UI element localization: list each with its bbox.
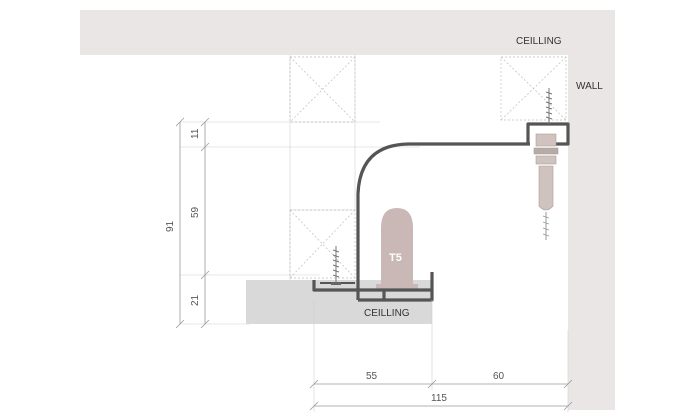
dim-top-height: 11 — [190, 128, 201, 139]
profile-base — [312, 280, 432, 292]
screw-icon — [545, 88, 553, 124]
ceiling-bottom-label: CEILLING — [364, 308, 410, 319]
ceiling-slab — [80, 10, 615, 55]
timber-block-lower-left — [289, 209, 356, 279]
wall-label: WALL — [576, 81, 603, 92]
dim-middle-height: 59 — [190, 206, 201, 218]
cove-profile — [356, 142, 530, 300]
lamp-base — [376, 284, 418, 290]
screw-icon — [331, 246, 341, 285]
horizontal-dimensions — [309, 300, 573, 412]
dim-right-width: 60 — [493, 371, 505, 382]
dim-total-height: 91 — [165, 220, 176, 232]
suspension-bolt-icon — [533, 133, 559, 240]
t5-lamp — [381, 208, 413, 284]
ceiling-top-label: CEILLING — [516, 36, 562, 47]
dim-left-width: 55 — [366, 371, 378, 382]
wall — [568, 10, 615, 410]
profile-top-clip — [526, 122, 570, 146]
vertical-dimensions — [175, 117, 210, 329]
dim-bottom-height: 21 — [190, 294, 201, 306]
dim-total-width: 115 — [431, 393, 447, 404]
lamp-label: T5 — [389, 252, 402, 264]
timber-block-upper-left — [289, 56, 356, 123]
timber-block-right — [500, 56, 567, 121]
